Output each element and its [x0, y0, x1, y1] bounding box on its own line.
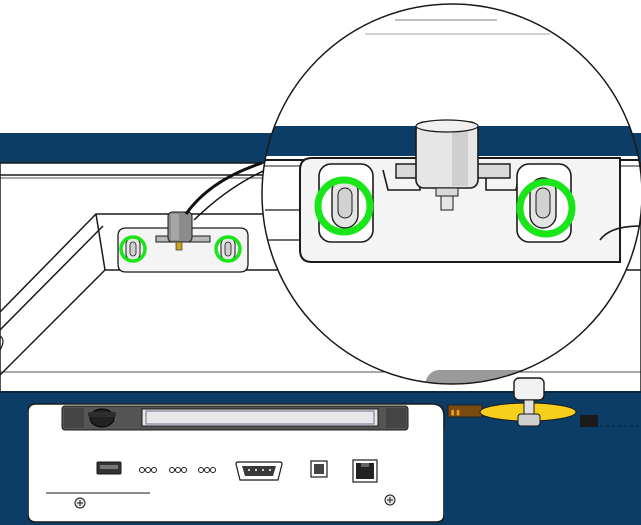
- svg-text:▮▮: ▮▮: [450, 408, 461, 418]
- screw-icon: [384, 494, 396, 506]
- status-leds: [139, 467, 216, 473]
- slot-screw-right-main: [214, 235, 242, 263]
- magnifier-callout-icon: [261, 3, 641, 385]
- display-window: [141, 408, 379, 427]
- rotary-knob-icon: [88, 408, 116, 428]
- slot-screw-left-callout: [314, 176, 374, 236]
- network-port-icon: [352, 459, 378, 483]
- bracket-main: [117, 161, 271, 273]
- screw-icon: [74, 497, 86, 509]
- serial-port-icon: [235, 461, 283, 481]
- slot-screw-left-main: [119, 235, 147, 263]
- usb-b-port-icon: [310, 460, 328, 478]
- slot-screw-right-callout: [516, 178, 576, 238]
- usb-port-icon: [96, 461, 122, 475]
- key-switch-icon: [513, 377, 545, 427]
- control-panel: [27, 403, 445, 523]
